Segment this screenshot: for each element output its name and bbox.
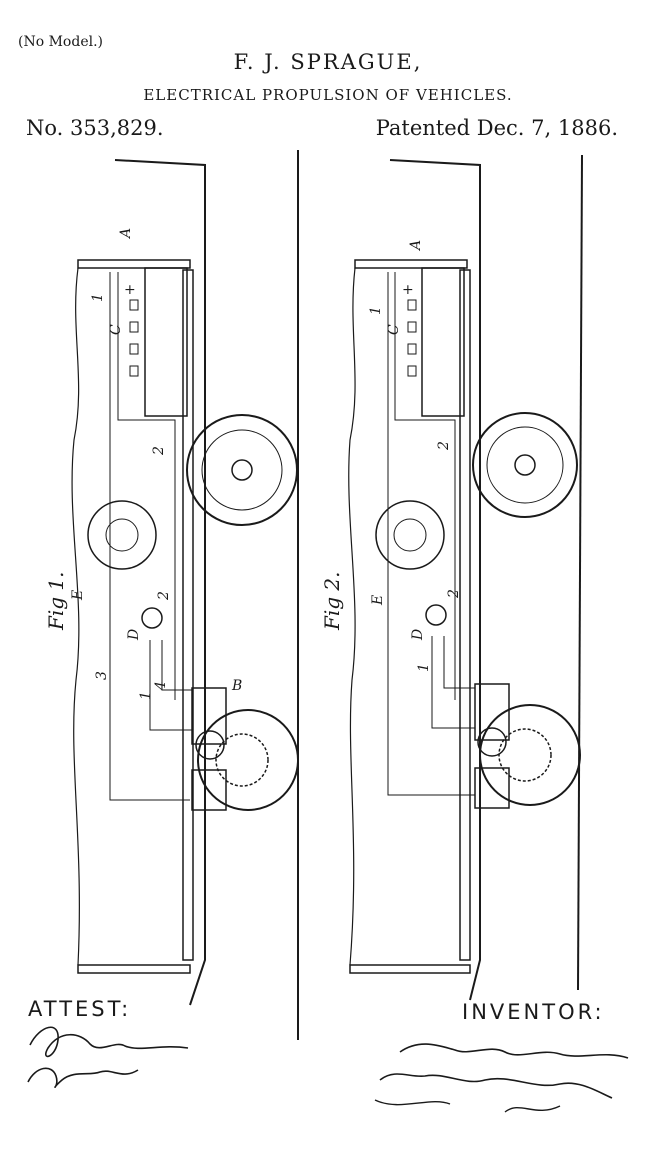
svg-text:1: 1 bbox=[138, 691, 154, 700]
svg-text:D: D bbox=[126, 629, 142, 641]
gear-2 bbox=[498, 728, 552, 782]
svg-text:E: E bbox=[370, 595, 386, 606]
battery-cells-1 bbox=[129, 299, 139, 377]
svg-text:+: + bbox=[124, 282, 136, 298]
controller-dial-2 bbox=[375, 500, 445, 570]
svg-text:2: 2 bbox=[156, 591, 172, 601]
attest-label: ATTEST: bbox=[28, 997, 132, 1021]
gear-1 bbox=[215, 733, 269, 787]
inventor-name: F. J. SPRAGUE, bbox=[233, 50, 423, 74]
wheel-upper-2 bbox=[472, 412, 578, 518]
svg-text:C: C bbox=[386, 324, 402, 335]
wheel-lower-2 bbox=[479, 704, 581, 806]
wheel-lower-1 bbox=[197, 709, 299, 811]
svg-text:4: 4 bbox=[153, 681, 169, 691]
svg-text:D: D bbox=[410, 629, 426, 641]
svg-text:1: 1 bbox=[416, 663, 432, 672]
wheel-upper-1 bbox=[186, 414, 298, 526]
no-model-note: (No Model.) bbox=[18, 34, 103, 50]
witness-signatures bbox=[27, 1026, 189, 1088]
svg-text:+: + bbox=[402, 282, 414, 298]
svg-text:2: 2 bbox=[151, 446, 167, 456]
svg-text:1: 1 bbox=[90, 293, 106, 302]
svg-text:3: 3 bbox=[94, 671, 110, 680]
pinion-2 bbox=[477, 727, 507, 757]
figure-2-label: Fig 2. bbox=[320, 571, 344, 630]
motor-field-upper-1 bbox=[191, 687, 227, 745]
motor-field-upper-2 bbox=[474, 683, 510, 741]
patent-title: ELECTRICAL PROPULSION OF VEHICLES. bbox=[143, 86, 513, 104]
switch-d-1 bbox=[141, 607, 163, 629]
inventor-label: INVENTOR: bbox=[462, 1000, 605, 1024]
svg-text:A: A bbox=[118, 228, 134, 240]
inventor-signatures bbox=[374, 1043, 629, 1113]
patent-number: No. 353,829. bbox=[26, 116, 164, 140]
figure-2-drawing: A + C 1 2 2 E D 1 bbox=[348, 154, 583, 1001]
svg-text:B: B bbox=[231, 678, 242, 694]
switch-d-2 bbox=[425, 604, 447, 626]
svg-text:A: A bbox=[408, 240, 424, 252]
motor-field-lower-1 bbox=[191, 769, 227, 811]
svg-text:E: E bbox=[70, 590, 86, 601]
battery-cells-2 bbox=[407, 299, 417, 377]
svg-text:2: 2 bbox=[436, 441, 452, 451]
svg-text:1: 1 bbox=[368, 306, 384, 315]
figure-1-label: Fig 1. bbox=[44, 571, 68, 630]
figure-1-drawing: A + C 1 2 2 E D 1 4 3 B bbox=[70, 150, 299, 1040]
pinion-1 bbox=[195, 730, 225, 760]
motor-field-lower-2 bbox=[474, 767, 510, 809]
controller-dial-1 bbox=[87, 500, 157, 570]
svg-text:C: C bbox=[108, 324, 124, 335]
patent-date: Patented Dec. 7, 1886. bbox=[375, 116, 618, 140]
svg-text:2: 2 bbox=[446, 589, 462, 599]
